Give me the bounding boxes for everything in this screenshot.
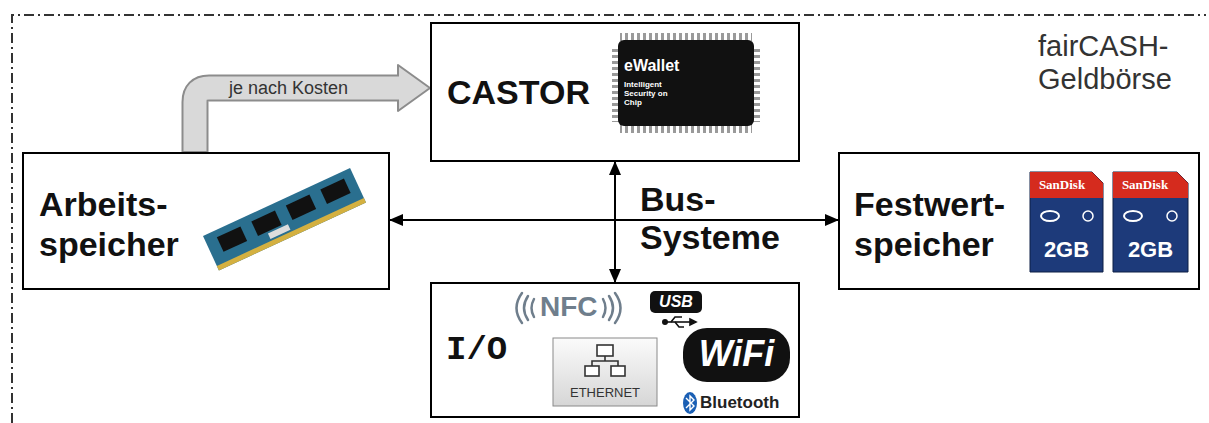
box-title: CASTOR xyxy=(447,72,612,112)
ram-board xyxy=(203,168,366,270)
card-brand: SanDisk xyxy=(1030,177,1094,193)
sd-logo xyxy=(1041,211,1059,221)
bus-line xyxy=(614,162,616,282)
nfc-wave xyxy=(532,299,535,317)
ethernet-tile xyxy=(553,338,657,406)
io-box: I/O xyxy=(430,282,800,418)
ram-chip xyxy=(320,179,350,204)
nfc-waves xyxy=(517,293,621,323)
usb-trident-branch xyxy=(671,317,682,322)
usb-logo-plate xyxy=(650,291,702,313)
box-title: I/O xyxy=(446,330,606,370)
network-icon xyxy=(585,345,625,376)
sd-class-mark xyxy=(1167,211,1177,221)
wifi-logo-plate xyxy=(683,328,790,382)
chip-pins xyxy=(620,33,752,41)
region-title: fairCASH- Geldbörse xyxy=(1038,30,1198,96)
ram-chip xyxy=(286,195,316,220)
chip-pins xyxy=(620,125,752,133)
usb-trident-head xyxy=(690,319,696,325)
card-brand: SanDisk xyxy=(1113,177,1177,193)
usb-trident-line xyxy=(666,321,690,323)
sd-card xyxy=(1030,172,1103,272)
chip-box: CASTOR xyxy=(430,22,800,162)
sd-card xyxy=(1113,172,1188,272)
ram-contacts xyxy=(217,198,366,270)
ram-chip xyxy=(217,226,247,251)
network-node xyxy=(611,366,625,376)
wifi-logo: WiFi xyxy=(683,333,790,375)
network-node xyxy=(585,366,599,376)
memory-box: Arbeits- speicher xyxy=(22,152,390,290)
ethernet-logo: ETHERNET xyxy=(553,385,657,401)
arrow-head xyxy=(398,65,430,111)
usb-logo: USB xyxy=(650,292,702,312)
chip-brand: eWallet xyxy=(624,57,744,75)
bluetooth-badge xyxy=(683,392,697,414)
bus-arrow xyxy=(615,162,616,282)
arrow-body xyxy=(195,88,401,151)
cost-arrow xyxy=(195,65,430,152)
edge-label: je nach Kosten xyxy=(229,78,389,98)
arrow-outline xyxy=(195,88,400,152)
box-title: Arbeits- speicher xyxy=(39,184,214,264)
box-title: Festwert- speicher xyxy=(854,184,1029,264)
chip-subtitle: Intelligent Security on Chip xyxy=(624,80,670,107)
sd-class-mark xyxy=(1083,211,1093,221)
bluetooth-logo: Bluetooth xyxy=(700,393,792,413)
card-capacity: 2GB xyxy=(1113,237,1188,263)
nfc-wave xyxy=(517,293,523,323)
usb-trident-dot xyxy=(663,320,667,324)
sd-card-band xyxy=(1113,172,1188,198)
usb-trident-branch xyxy=(675,322,684,327)
nfc-wave xyxy=(524,296,528,320)
nfc-wave xyxy=(603,299,606,317)
ram-illustration xyxy=(203,168,366,270)
usb-trident xyxy=(663,317,696,327)
chip-body xyxy=(618,40,754,126)
sd-logo xyxy=(1124,211,1142,221)
nfc-wave xyxy=(609,296,613,320)
sd-card-illustration xyxy=(1030,172,1188,272)
nfc-wave xyxy=(615,293,621,323)
card-capacity: 2GB xyxy=(1030,237,1103,263)
nfc-logo: NFC xyxy=(540,291,610,323)
storage-box: Festwert- speicher xyxy=(838,152,1200,290)
bus-label: Bus- Systeme xyxy=(640,180,800,256)
sd-card-band xyxy=(1030,172,1103,198)
network-wire xyxy=(592,361,618,366)
network-node xyxy=(597,345,613,356)
bluetooth-rune xyxy=(686,396,694,410)
chip-illustration xyxy=(612,33,760,133)
dash-dot-border xyxy=(12,15,1206,423)
